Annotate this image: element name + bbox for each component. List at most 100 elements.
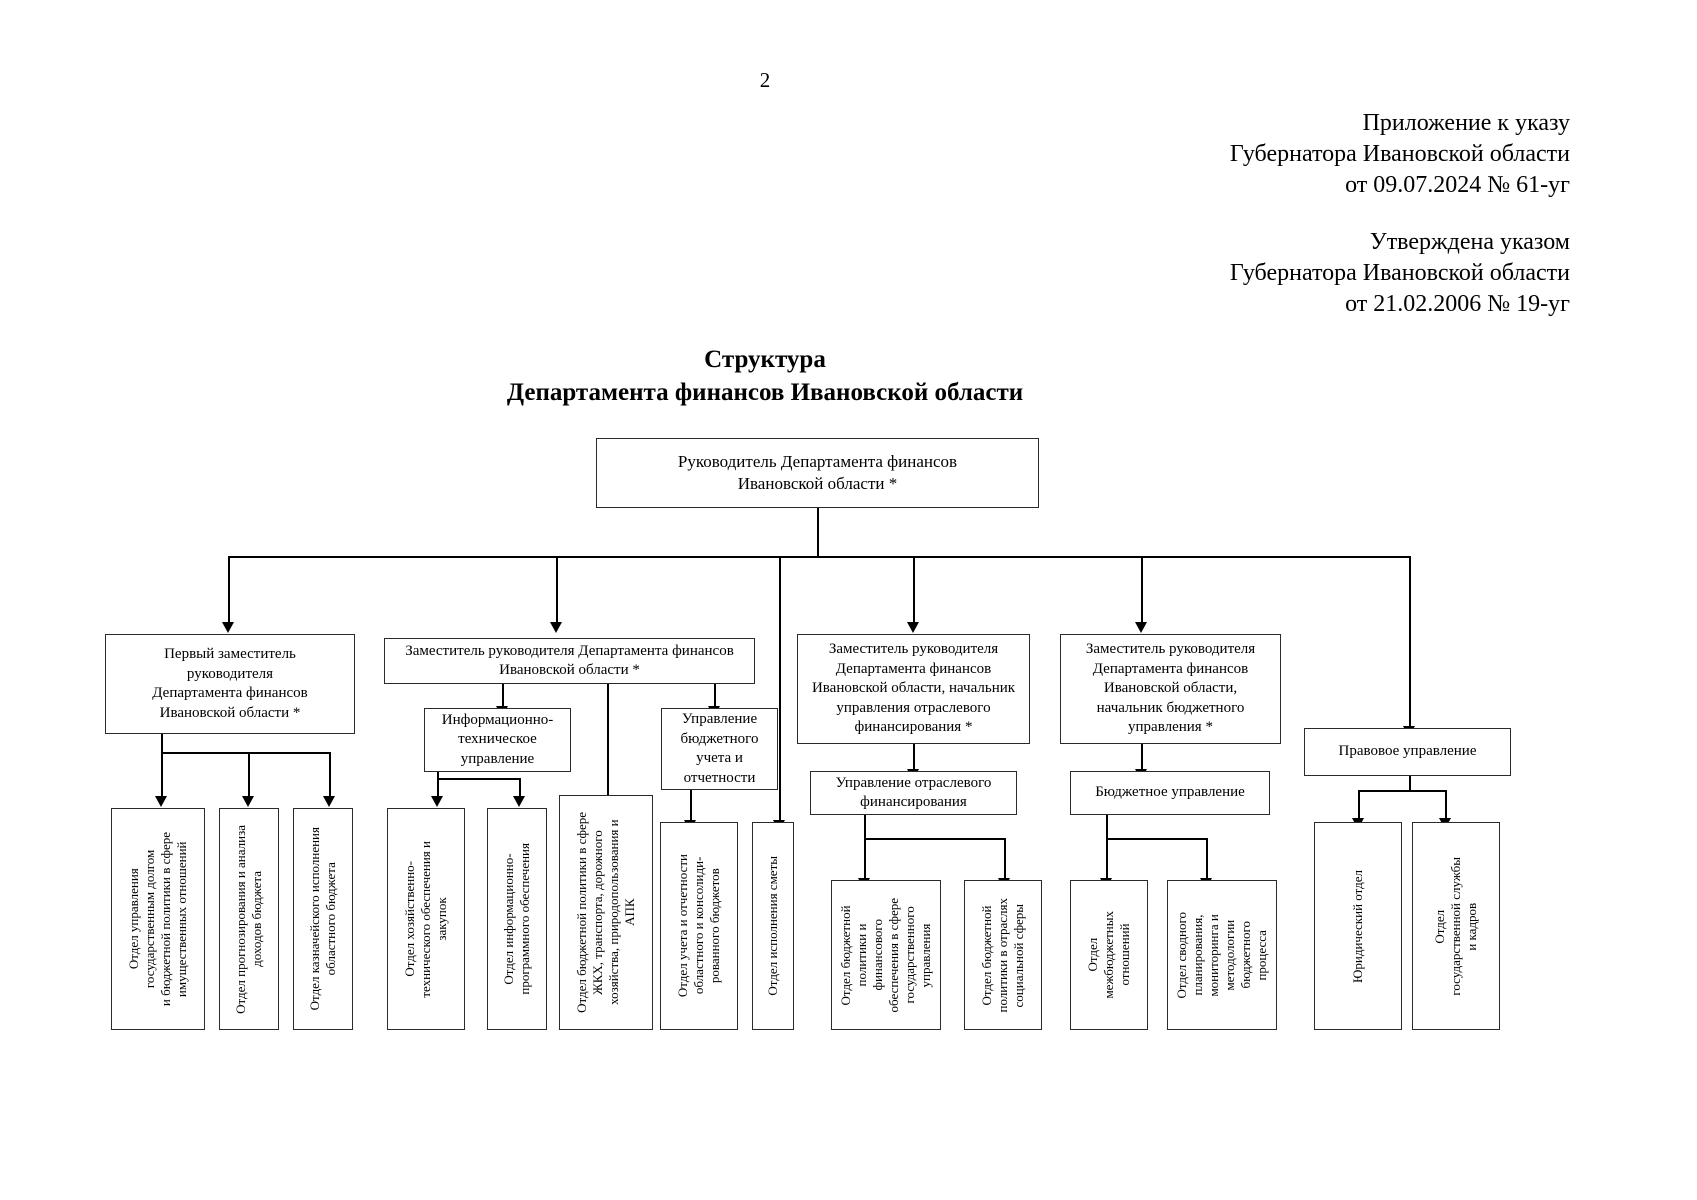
node-label: Отдел исполнения сметы	[765, 856, 780, 996]
node-root[interactable]: Руководитель Департамента финансов Ивано…	[596, 438, 1039, 508]
arrow-head	[513, 796, 525, 807]
node-label: Отдел бюджетной политики в отраслях соци…	[979, 897, 1026, 1013]
node-it-department[interactable]: Информационно- техническое управление	[424, 708, 571, 772]
node-otdel-economic[interactable]: Отдел хозяйственно- технического обеспеч…	[387, 808, 465, 1030]
node-label: Отдел прогнозирования и анализа доходов …	[233, 824, 264, 1014]
connector	[1106, 838, 1206, 840]
node-label: Отдел государственной службы и кадров	[1432, 856, 1479, 996]
connector	[248, 752, 250, 798]
ref-line: Губернатора Ивановской области	[1229, 141, 1570, 167]
ref-line: Губернатора Ивановской области	[1229, 260, 1570, 286]
connector	[1106, 838, 1108, 880]
arrow-head	[155, 796, 167, 807]
connector	[437, 772, 439, 778]
ref-line: Утверждена указом	[1369, 229, 1570, 255]
connector	[690, 790, 692, 822]
node-label: Отдел управления государственным долгом …	[126, 831, 189, 1007]
connector	[556, 556, 558, 624]
connector	[1004, 838, 1006, 880]
connector	[714, 684, 716, 708]
connector	[161, 733, 163, 752]
connector	[161, 752, 163, 798]
arrow-head	[550, 622, 562, 633]
arrow-head	[222, 622, 234, 633]
node-deputy-branch-financing[interactable]: Заместитель руководителя Департамента фи…	[797, 634, 1030, 744]
node-deputy-first[interactable]: Первый заместитель руководителя Департам…	[105, 634, 355, 734]
node-deputy-second[interactable]: Заместитель руководителя Департамента фи…	[384, 638, 755, 684]
connector	[519, 778, 521, 798]
connector	[864, 815, 866, 838]
node-otdel-jkh[interactable]: Отдел бюджетной политики в сфере ЖКХ, тр…	[559, 795, 653, 1030]
title-line-2: Департамента финансов Ивановской области	[506, 379, 1024, 406]
connector	[913, 556, 915, 624]
node-label: Руководитель Департамента финансов Ивано…	[677, 452, 958, 493]
title-line-1: Структура	[704, 346, 826, 373]
connector	[161, 752, 329, 754]
ref-line: Приложение к указу	[1362, 110, 1570, 136]
connector	[437, 778, 439, 798]
connector	[1141, 743, 1143, 771]
reference-block-approved: Утверждена указом Губернатора Ивановской…	[1230, 227, 1570, 320]
node-label: Юридический отдел	[1350, 869, 1365, 983]
node-otdel-debt[interactable]: Отдел управления государственным долгом …	[111, 808, 205, 1030]
connector	[1358, 790, 1445, 792]
node-label: Первый заместитель руководителя Департам…	[152, 646, 308, 721]
node-label: Отдел казначейского исполнения областног…	[307, 827, 338, 1011]
node-label: Отдел информационно- программного обеспе…	[501, 843, 532, 995]
node-label: Отдел бюджетной политики и финансового о…	[838, 897, 933, 1013]
node-label: Отдел бюджетной политики в сфере ЖКХ, тр…	[574, 812, 637, 1013]
node-budget-department[interactable]: Бюджетное управление	[1070, 771, 1270, 815]
node-label: Заместитель руководителя Департамента фи…	[811, 641, 1016, 736]
node-otdel-consolidated[interactable]: Отдел сводного планирования, мониторинга…	[1167, 880, 1277, 1030]
connector	[437, 778, 519, 780]
connector	[817, 508, 819, 556]
connector	[1445, 790, 1447, 820]
node-otdel-interbudget[interactable]: Отдел межбюджетных отношений	[1070, 880, 1148, 1030]
node-label: Отдел хозяйственно- технического обеспеч…	[402, 840, 449, 998]
node-otdel-forecast[interactable]: Отдел прогнозирования и анализа доходов …	[219, 808, 279, 1030]
node-label: Заместитель руководителя Департамента фи…	[405, 642, 734, 679]
node-label: Отдел сводного планирования, мониторинга…	[1174, 911, 1269, 999]
connector	[779, 556, 781, 822]
node-label: Управление отраслевого финансирования	[835, 774, 992, 811]
connector	[913, 743, 915, 771]
connector	[502, 684, 504, 708]
node-label: Информационно- техническое управление	[441, 711, 554, 767]
connector	[228, 556, 230, 624]
connector	[329, 752, 331, 798]
connector	[864, 838, 866, 880]
node-otdel-hr[interactable]: Отдел государственной службы и кадров	[1412, 822, 1500, 1030]
node-otdel-budget-policy[interactable]: Отдел бюджетной политики и финансового о…	[831, 880, 941, 1030]
arrow-head	[907, 622, 919, 633]
node-otdel-it[interactable]: Отдел информационно- программного обеспе…	[487, 808, 547, 1030]
page-number: 2	[759, 68, 771, 92]
node-otdel-social[interactable]: Отдел бюджетной политики в отраслях соци…	[964, 880, 1042, 1030]
reference-block-appendix: Приложение к указу Губернатора Ивановско…	[1230, 108, 1570, 201]
node-label: Правовое управление	[1338, 743, 1477, 760]
node-otdel-estimate[interactable]: Отдел исполнения сметы	[752, 822, 794, 1030]
ref-line: от 21.02.2006 № 19-уг	[1345, 291, 1570, 317]
connector-bus	[228, 556, 1409, 558]
arrow-head	[323, 796, 335, 807]
connector	[1106, 815, 1108, 838]
connector	[1206, 838, 1208, 880]
connector	[1358, 790, 1360, 820]
node-legal-department[interactable]: Правовое управление	[1304, 728, 1511, 776]
arrow-head	[242, 796, 254, 807]
node-otdel-legal[interactable]: Юридический отдел	[1314, 822, 1402, 1030]
node-label: Бюджетное управление	[1095, 784, 1245, 801]
arrow-head	[431, 796, 443, 807]
connector	[1409, 776, 1411, 790]
node-label: Заместитель руководителя Департамента фи…	[1085, 641, 1256, 736]
node-otdel-accounting[interactable]: Отдел учета и отчетности областного и ко…	[660, 822, 738, 1030]
node-label: Отдел учета и отчетности областного и ко…	[675, 854, 722, 998]
node-deputy-budget[interactable]: Заместитель руководителя Департамента фи…	[1060, 634, 1281, 744]
connector	[1141, 556, 1143, 624]
node-otdel-treasury[interactable]: Отдел казначейского исполнения областног…	[293, 808, 353, 1030]
node-accounting-department[interactable]: Управление бюджетного учета и отчетности	[661, 708, 778, 790]
connector	[864, 838, 1004, 840]
node-branch-financing-department[interactable]: Управление отраслевого финансирования	[810, 771, 1017, 815]
arrow-head	[1135, 622, 1147, 633]
connector	[607, 684, 609, 798]
